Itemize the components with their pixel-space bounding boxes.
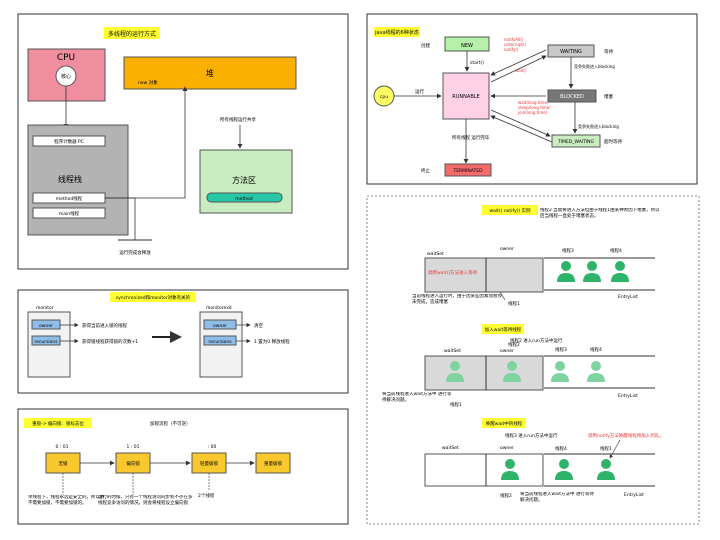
s1-waitset: waitSet [427, 251, 444, 257]
panel-lock-upgrade: 重锁-> 偏向锁：锁标志位 加锁流程（不可逆） 0 : 01 无锁 1 : 01… [17, 408, 349, 525]
s2-note-bottom: 将当前线程进入wait方法中 进行等待解决问题。 [382, 392, 452, 403]
main-thread-label: main线程 [59, 210, 80, 217]
lock-note-3: 2个线程 [198, 492, 215, 499]
s1-thread1: 线程1 [508, 300, 520, 307]
panel1-title: 多线程的运行方式 [108, 30, 156, 38]
notify-calls: notifyAll()unterrupt()notify() [504, 37, 527, 52]
s1-thread3: 线程3 [562, 247, 574, 254]
lock-note-2: 运行的时候，只有一个线程访问同步机不存在多线程竞争访问的情况，则会将线程设立偏向… [98, 495, 193, 506]
s3-waitset: waitSet [442, 445, 459, 451]
lock-flow-note: 加锁流程（不可逆） [150, 420, 191, 427]
method-area-label: 方法区 [232, 175, 256, 185]
method-thread-label: method线程 [56, 195, 83, 202]
heap-label: 堆 [206, 68, 214, 78]
panel5-title: wait() notify() 实例 [489, 207, 531, 214]
s1-note-bottom: 当前线程进入运行时，由于因某些因素而暂停未完成，造成堵塞 [412, 294, 502, 305]
s3-note-top: 线程3 进入run方法中运行 [505, 432, 558, 439]
lock-label: 重量级锁 [264, 460, 282, 467]
share-note: 所有线程运行共享 [220, 116, 256, 123]
lock-bits: 1 : 01 [127, 444, 140, 450]
s2-note-top: 线程2 进入run方法中运行 [510, 337, 563, 344]
state-new: NEW [461, 43, 473, 49]
wait-section-1: 线程2 当需要进入方法但由于线程1由某种原因下堵塞，所以后当线程一直处于堵塞状态… [412, 208, 660, 307]
s1-red-note: 调用wait()方法进入等待 [428, 269, 477, 276]
s3-thread1: 线程1 [600, 445, 612, 452]
lock-state-3: 重量级锁 [255, 452, 291, 474]
s2-thread4: 线程4 [590, 346, 602, 353]
s3-entrylist: EntryList [624, 492, 644, 498]
state-terminated: TERMINATED [452, 168, 483, 174]
timed-label: 超时等待 [604, 138, 622, 145]
rec-note-2: 1 置为0 释放线程 [254, 338, 290, 345]
lock-label: 偏向锁 [126, 460, 140, 467]
s2-title: 加入wait等待线程 [485, 326, 522, 333]
cpu-label: CPU [57, 53, 75, 63]
s2-thread1: 线程1 [450, 401, 462, 408]
state-runnable: RUNNABLE [452, 94, 479, 100]
s3-red-note: 调用notify方法唤醒线程将加入到队。 [588, 432, 664, 439]
s2-thread2: 线程2 [508, 341, 520, 348]
wait-call: wait() [515, 68, 527, 73]
s2-waitset: waitSet [444, 348, 461, 354]
s3-thread2: 线程2 [500, 492, 512, 499]
state-blocked: BLOCKED [560, 94, 584, 100]
monitorexit-label: monitorexit [206, 305, 232, 311]
s1-entrylist: EntryList [618, 294, 638, 300]
wait-section-2: 加入wait等待线程 线程2 进入run方法中运行 waitSet owner … [382, 324, 655, 408]
cpu-node: cpu [380, 95, 388, 100]
s3-note-bottom: 将当前线程进入wait方法中 进行等待解决问题。 [520, 492, 594, 503]
monitor-recursions: recursions [34, 339, 58, 345]
method-label: method [235, 196, 253, 202]
heap-note: new 对象 [138, 79, 158, 86]
lock-note-1: 单线程下，线程永远是安全的，所以并不需要加锁，不需要加锁的。 [28, 495, 105, 506]
pc-label: 程序计数器 PC [54, 138, 84, 145]
s3-title: 唤醒wait中的线程 [486, 420, 523, 427]
panel-synchronized: synchronized和monitor对象有关的 monitor owner … [17, 289, 349, 394]
s3-thread4: 线程4 [555, 445, 567, 452]
panel3-title: synchronized和monitor对象有关的 [116, 294, 191, 301]
owner-note-1: 获得当前进入锁的线程 [82, 322, 127, 329]
lock-label: 轻量级锁 [200, 460, 218, 467]
state-timed-waiting: TIMED_WAITING [557, 139, 595, 145]
new-label: 创建 [421, 42, 430, 49]
core-label: 核心 [61, 73, 71, 80]
s1-owner: owner [500, 246, 514, 252]
lock-bits: : 00 [208, 444, 217, 450]
state-waiting: WAITING [560, 49, 582, 55]
owner-note-2: 清空 [254, 322, 263, 329]
exit-owner: owner [213, 323, 227, 329]
start-label: start() [470, 60, 484, 66]
finish-note: 所有线程 运行完毕 [452, 134, 490, 141]
rec-note-1: 获得锁线程获得锁的次数+1 [82, 338, 138, 345]
s1-thread4: 线程4 [610, 247, 622, 254]
monitor-owner: owner [39, 323, 53, 329]
block-label: 堵塞 [604, 93, 613, 100]
panel-thread-states: java线程的6种状态 创建 NEW start() RUNNABLE cpu … [366, 13, 698, 185]
timed-calls: wait(long time)sleep(long time)join(long… [517, 100, 551, 115]
s2-thread3: 线程3 [555, 346, 567, 353]
s1-note-top: 线程2 当需要进入方法但由于线程1由某种原因下堵塞，所以后当线程一直处于堵塞状态… [540, 208, 660, 219]
blocking-note-1: 竞争失败进入blocking [574, 63, 615, 69]
panel2-title: java线程的6种状态 [374, 29, 419, 36]
s3-owner: owner [500, 445, 514, 451]
panel-multithread: 多线程的运行方式 CPU 核心 堆 new 对象 程序计数器 PC 线程栈 me… [17, 13, 349, 270]
run-label: 运行 [415, 88, 424, 95]
panel4-title: 重锁-> 偏向锁：锁标志位 [32, 420, 84, 427]
terminate-label: 终止 [421, 167, 430, 174]
thread-stack-label: 线程栈 [58, 174, 82, 184]
wait-label: 等待 [604, 48, 613, 55]
exit-recursions: recursions [208, 339, 232, 345]
panel-wait-notify: wait() notify() 实例 线程2 当需要进入方法但由于线程1由某种原… [366, 195, 700, 525]
wait-section-3: 唤醒wait中的线程 线程3 进入run方法中运行 调用notify方法唤醒线程… [424, 418, 664, 503]
release-note: 运行完成会释放 [119, 249, 151, 256]
lock-label: 无锁 [59, 460, 68, 467]
monitor-label: monitor [36, 305, 54, 311]
lock-bits: 0 : 01 [56, 444, 69, 450]
s2-entrylist: EntryList [618, 393, 638, 399]
blocking-note-2: 竞争失败进入blocking [578, 123, 619, 129]
s2-owner: owner [500, 348, 514, 354]
